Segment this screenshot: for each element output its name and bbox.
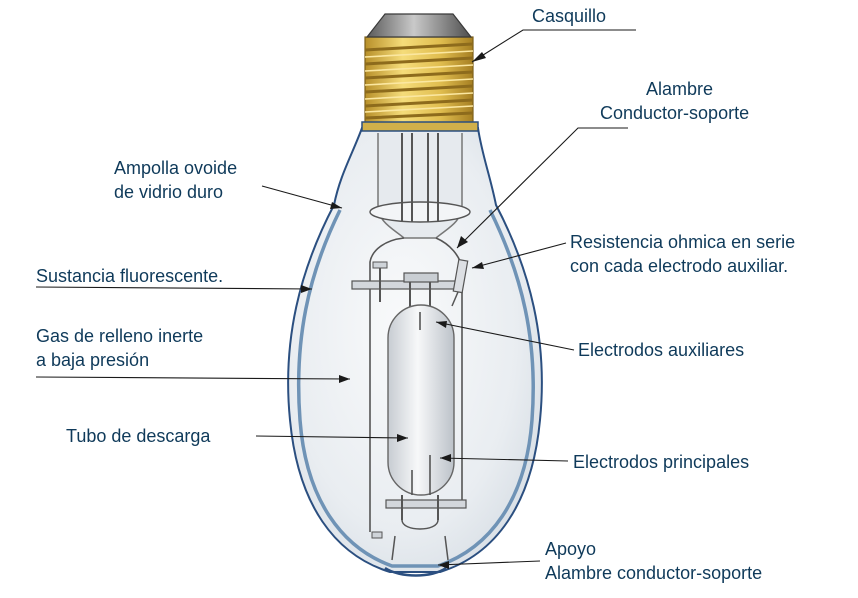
leader-ampolla <box>261 185 343 209</box>
label-ampolla: Ampolla ovoide de vidrio duro <box>114 156 237 204</box>
lamp-base <box>361 13 479 132</box>
arrow-apoyo <box>438 561 449 569</box>
leader-resistencia <box>471 242 567 269</box>
label-electrodos-auxiliares: Electrodos auxiliares <box>578 338 744 362</box>
arrow-ampolla <box>330 202 342 209</box>
label-sustancia-text: Sustancia fluorescente. <box>36 266 224 286</box>
arrow-gas <box>339 375 350 383</box>
label-tubo-text: Tubo de descarga <box>66 426 211 446</box>
label-tubo: Tubo de descarga <box>66 424 210 448</box>
leader-aux <box>435 321 575 351</box>
label-casquillo: Casquillo <box>532 4 606 28</box>
leader-lines <box>35 29 636 569</box>
leader-casquillo <box>471 29 636 63</box>
label-alambre-conductor: Alambre Conductor-soporte <box>600 77 749 125</box>
arrow-casquillo <box>472 52 486 62</box>
internal-mount <box>351 133 471 561</box>
arrow-tubo <box>397 434 408 442</box>
leader-tubo <box>255 435 409 439</box>
arrow-sustancia <box>301 285 312 293</box>
label-gas: Gas de relleno inerte a baja presión <box>36 324 203 372</box>
label-electrodos-auxiliares-text: Electrodos auxiliares <box>578 340 745 360</box>
label-electrodos-principales-text: Electrodos principales <box>573 452 750 472</box>
label-ampolla-line2: de vidrio duro <box>114 182 224 202</box>
label-alambre-line2: Conductor-soporte <box>600 103 750 123</box>
label-gas-line1: Gas de relleno inerte <box>36 326 204 346</box>
label-sustancia: Sustancia fluorescente. <box>36 264 223 288</box>
discharge-tube <box>387 304 455 496</box>
arrow-resistencia <box>472 262 484 269</box>
label-resistencia-line2: con cada electrodo auxiliar. <box>570 256 789 276</box>
arrow-principales <box>440 454 451 462</box>
bulb-dimple <box>384 566 447 577</box>
label-apoyo-line2: Alambre conductor-soporte <box>545 563 763 583</box>
leader-principales <box>439 457 569 462</box>
label-electrodos-principales: Electrodos principales <box>573 450 749 474</box>
label-apoyo-line1: Apoyo <box>545 539 597 559</box>
label-casquillo-text: Casquillo <box>532 6 607 26</box>
arrow-alambre <box>457 236 468 248</box>
label-apoyo: Apoyo Alambre conductor-soporte <box>545 537 762 585</box>
label-resistencia-line1: Resistencia ohmica en serie <box>570 232 796 252</box>
label-alambre-line1: Alambre <box>646 79 714 99</box>
label-gas-line2: a baja presión <box>36 350 150 370</box>
leader-gas <box>35 376 351 380</box>
fluorescent-coating <box>296 209 535 568</box>
leader-alambre <box>456 127 628 249</box>
leader-sustancia <box>35 286 313 290</box>
label-ampolla-line1: Ampolla ovoide <box>114 158 238 178</box>
leader-apoyo <box>437 560 541 566</box>
label-resistencia: Resistencia ohmica en serie con cada ele… <box>570 230 795 278</box>
arrow-aux <box>436 321 447 328</box>
